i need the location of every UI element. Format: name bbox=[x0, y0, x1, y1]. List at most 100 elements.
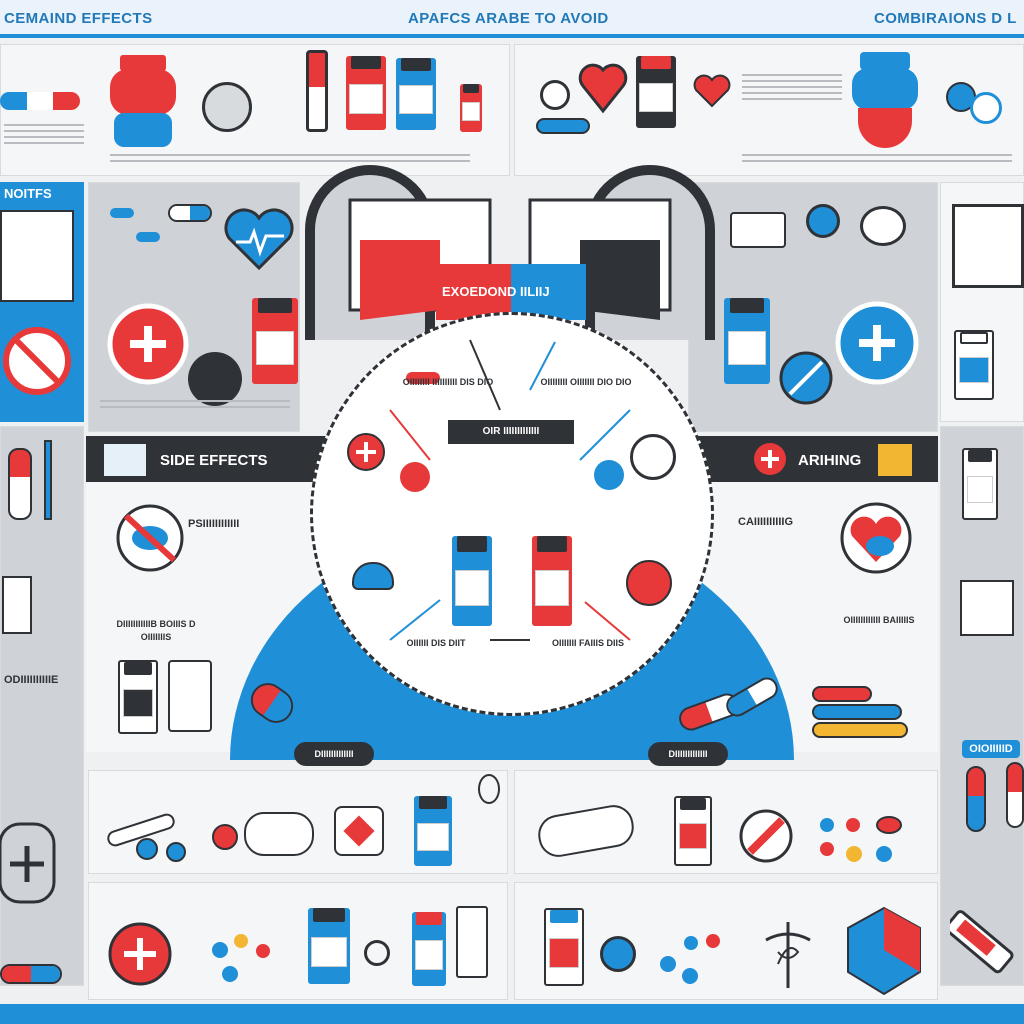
bottle-icon bbox=[962, 448, 998, 520]
right-mid-label: OIIIIIIIIIIII BAIIIIIS bbox=[843, 615, 915, 625]
center-arrows bbox=[389, 339, 631, 641]
pill-stack-icon bbox=[812, 668, 908, 744]
syringe-icon bbox=[950, 910, 1014, 974]
warning-icon bbox=[334, 806, 384, 856]
plus-icon bbox=[0, 822, 56, 904]
device-icon bbox=[2, 576, 32, 634]
pill-icon bbox=[876, 816, 902, 834]
bottle-icon bbox=[674, 796, 712, 866]
caduceus-icon bbox=[765, 922, 811, 988]
center-circle bbox=[310, 312, 714, 716]
pen-icon bbox=[44, 440, 52, 520]
packet-icon bbox=[168, 660, 212, 732]
bottle-icon bbox=[308, 908, 350, 984]
bottle-icon bbox=[414, 796, 452, 866]
text-lines bbox=[742, 150, 1012, 166]
pill-icon bbox=[0, 964, 62, 984]
pill-icon bbox=[594, 460, 624, 490]
left-band-label: ODIIIIIIIIIIE bbox=[4, 674, 59, 686]
pill-icon bbox=[136, 838, 158, 860]
pill-icon bbox=[820, 842, 834, 856]
no-syringe-icon bbox=[779, 351, 833, 405]
text-lines bbox=[742, 70, 842, 104]
hexagon-icon bbox=[847, 906, 921, 996]
capsule-icon bbox=[8, 448, 32, 520]
box-icon bbox=[960, 580, 1014, 636]
bottle-icon bbox=[532, 536, 572, 626]
capsule-icon bbox=[966, 766, 986, 832]
banner-label: EXOEDOND IILIIJ bbox=[442, 284, 550, 299]
pill-icon bbox=[188, 352, 242, 406]
pill-icon bbox=[846, 818, 860, 832]
center-top-left-label: OIIIIIIII IIIIIIIIII DIS DIO bbox=[402, 377, 494, 387]
pill-icon bbox=[684, 936, 698, 950]
bottle-icon bbox=[396, 58, 436, 130]
pill-icon bbox=[400, 462, 430, 492]
center-bottom-left-label: OIIIIII DIS DIIT bbox=[406, 638, 466, 648]
capsule-icon bbox=[168, 204, 212, 222]
center-top-right-label: OIIIIIIII OIIIIIII DIO DIO bbox=[540, 377, 632, 387]
plus-icon[interactable] bbox=[834, 300, 920, 386]
heart-icon bbox=[578, 63, 628, 114]
dark-pill-right: DIIIIIIIIIIIII bbox=[648, 742, 728, 766]
note-icon bbox=[730, 212, 786, 248]
right-blue-label: OIOIIIIID bbox=[962, 740, 1020, 758]
header-left-title: CEMAIND EFFECTS bbox=[4, 10, 153, 27]
header-bar bbox=[0, 0, 1024, 38]
bottle-icon bbox=[110, 55, 176, 147]
caduceus-icon bbox=[478, 774, 500, 804]
pill-icon bbox=[630, 434, 676, 480]
bottle-icon bbox=[954, 330, 994, 400]
left-sub-label: PSIIIIIIIIIIII bbox=[188, 518, 240, 530]
no-icon bbox=[739, 809, 793, 863]
center-bottom-right-label: OIIIIIII FAIIIS DIIS bbox=[551, 638, 624, 648]
plus-icon[interactable] bbox=[106, 920, 174, 988]
center-box: OIR IIIIIIIIIIIII bbox=[448, 420, 574, 444]
warning-label: ARIHING bbox=[798, 452, 862, 469]
pill-icon bbox=[600, 936, 636, 972]
pill-icon bbox=[136, 232, 160, 242]
plus-icon bbox=[347, 433, 385, 471]
no-pill-icon bbox=[116, 504, 184, 572]
bottle-icon bbox=[412, 912, 446, 986]
pill-icon bbox=[970, 92, 1002, 124]
pill-icon bbox=[234, 934, 248, 948]
pill-icon bbox=[806, 204, 840, 238]
header-center-title: APAFCS ARABE TO AVOID bbox=[408, 10, 609, 27]
bandage-icon bbox=[244, 812, 314, 856]
pill-icon bbox=[212, 942, 228, 958]
pill-icon bbox=[706, 934, 720, 948]
capsule-icon bbox=[1006, 762, 1024, 828]
pill-icon bbox=[222, 966, 238, 982]
pill-icon bbox=[256, 944, 270, 958]
no-pill-icon bbox=[202, 82, 252, 132]
pill-icon bbox=[660, 956, 676, 972]
pill-icon bbox=[406, 372, 440, 384]
center-banner bbox=[436, 264, 586, 320]
notes-label: NOITFS bbox=[4, 186, 52, 201]
side-effects-label: SIDE EFFECTS bbox=[160, 452, 268, 469]
left-mid-label: DIIIIIIIIIIIB BOIIIS D OIIIIIIIS bbox=[116, 619, 196, 642]
text-lines bbox=[110, 150, 470, 166]
pill-icon bbox=[212, 824, 238, 850]
book-icon bbox=[952, 204, 1024, 288]
bottle-icon bbox=[252, 298, 298, 384]
pill-icon bbox=[682, 968, 698, 984]
pill-icon bbox=[820, 818, 834, 832]
pill-icon bbox=[626, 560, 672, 606]
stethoscope-icon bbox=[364, 940, 390, 966]
pill-icon bbox=[846, 846, 862, 862]
text-lines bbox=[100, 396, 290, 412]
cross-icon bbox=[878, 444, 912, 476]
bottle-icon bbox=[544, 908, 584, 986]
plus-icon[interactable] bbox=[106, 302, 190, 386]
bottle-icon bbox=[724, 298, 770, 384]
tube-icon bbox=[456, 906, 488, 978]
header-right-title: COMBIRAIONS D L bbox=[874, 10, 1017, 27]
pill-icon bbox=[110, 208, 134, 218]
bottle-icon bbox=[346, 56, 386, 130]
pill-icon bbox=[876, 846, 892, 862]
capsule-icon bbox=[536, 118, 590, 134]
cross-icon bbox=[104, 444, 146, 476]
plus-icon bbox=[754, 443, 786, 475]
